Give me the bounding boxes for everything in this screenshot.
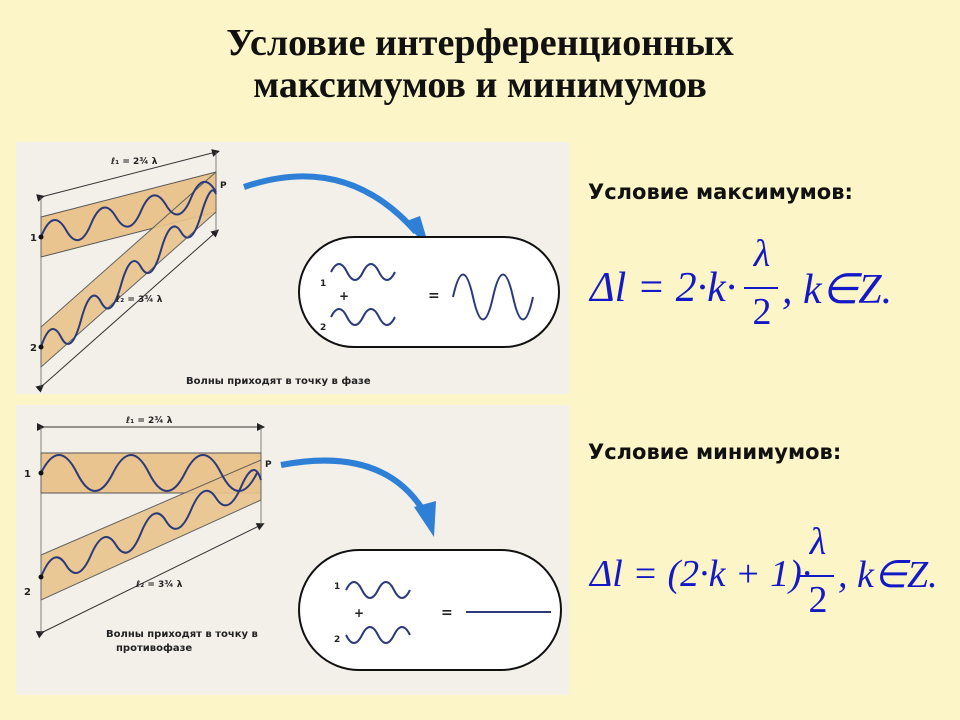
equals-sign: = (428, 288, 440, 304)
small-wave-2 (330, 308, 396, 326)
l1-label: ℓ₁ = 2¾ λ (110, 157, 158, 167)
slide-title: Условие интерференционных максимумов и м… (0, 22, 960, 106)
wave1-curve (40, 181, 217, 241)
antiphase-diagram: 1 2 P ℓ₁ = 2¾ λ ℓ₂ = 3¾ λ 1 2 + = Волны … (16, 405, 569, 695)
plus-sign: + (354, 606, 364, 620)
wave1-number: 1 (320, 279, 326, 289)
source-2-label: 2 (30, 343, 37, 354)
result-oval (298, 549, 562, 671)
small-wave-1 (345, 581, 411, 599)
minima-denominator: 2 (808, 579, 828, 621)
sum-wave (452, 273, 534, 321)
small-wave-2 (345, 626, 411, 644)
point-p-label: P (220, 181, 227, 191)
equals-sign: = (441, 605, 453, 621)
wave2-number: 2 (334, 635, 340, 645)
maxima-fraction-bar (744, 287, 778, 289)
antiphase-svg: 1 2 P ℓ₁ = 2¾ λ ℓ₂ = 3¾ λ 1 2 + = Волны … (24, 416, 562, 671)
small-wave-1 (330, 263, 396, 281)
arrow-icon (280, 457, 429, 517)
source-1-label: 1 (24, 469, 31, 480)
result-oval (298, 236, 560, 348)
l1-label: ℓ₁ = 2¾ λ (125, 416, 173, 426)
caption-antiphase-line1: Волны приходят в точку в (106, 629, 258, 640)
maxima-denominator: 2 (752, 291, 772, 333)
minima-rhs: , k∈Z. (838, 554, 938, 596)
minima-formula: Δl = (2·k + 1)· λ 2 , k∈Z. (590, 520, 950, 630)
title-line-1: Условие интерференционных (226, 22, 734, 64)
caption-antiphase-line2: противофазе (116, 642, 192, 654)
arrow-icon (243, 173, 419, 234)
source-2-label: 2 (24, 587, 31, 598)
wave2-curve (40, 469, 262, 578)
wave2-curve (40, 189, 217, 348)
title-line-2: максимумов и минимумов (253, 64, 707, 106)
minima-fraction-bar (800, 575, 834, 577)
in-phase-diagram: 1 2 P ℓ₁ = 2¾ λ ℓ₂ = 3¾ λ 1 2 + = Волны … (16, 142, 569, 394)
caption-in-phase: Волны приходят в точку в фазе (186, 375, 371, 387)
maxima-heading: Условие максимумов: (588, 180, 853, 204)
in-phase-svg: 1 2 P ℓ₁ = 2¾ λ ℓ₂ = 3¾ λ 1 2 + = Волны … (30, 149, 560, 393)
minima-numerator: λ (809, 521, 827, 563)
maxima-rhs: , k∈Z. (782, 267, 893, 313)
minima-heading: Условие минимумов: (588, 440, 842, 464)
minima-lhs: Δl = (2·k + 1)· (590, 553, 812, 595)
maxima-numerator: λ (753, 233, 771, 275)
wave2-number: 2 (320, 323, 326, 333)
l2-label: ℓ₂ = 3¾ λ (115, 295, 163, 305)
wave1-curve (40, 454, 258, 492)
maxima-lhs: Δl = 2·k· (590, 265, 737, 311)
point-p-label: P (265, 460, 272, 470)
source-1-label: 1 (30, 233, 37, 244)
l2-label: ℓ₂ = 3¾ λ (135, 580, 183, 590)
wave1-number: 1 (334, 582, 340, 592)
maxima-formula: Δl = 2·k· λ 2 , k∈Z. (590, 232, 940, 342)
plus-sign: + (339, 289, 349, 303)
